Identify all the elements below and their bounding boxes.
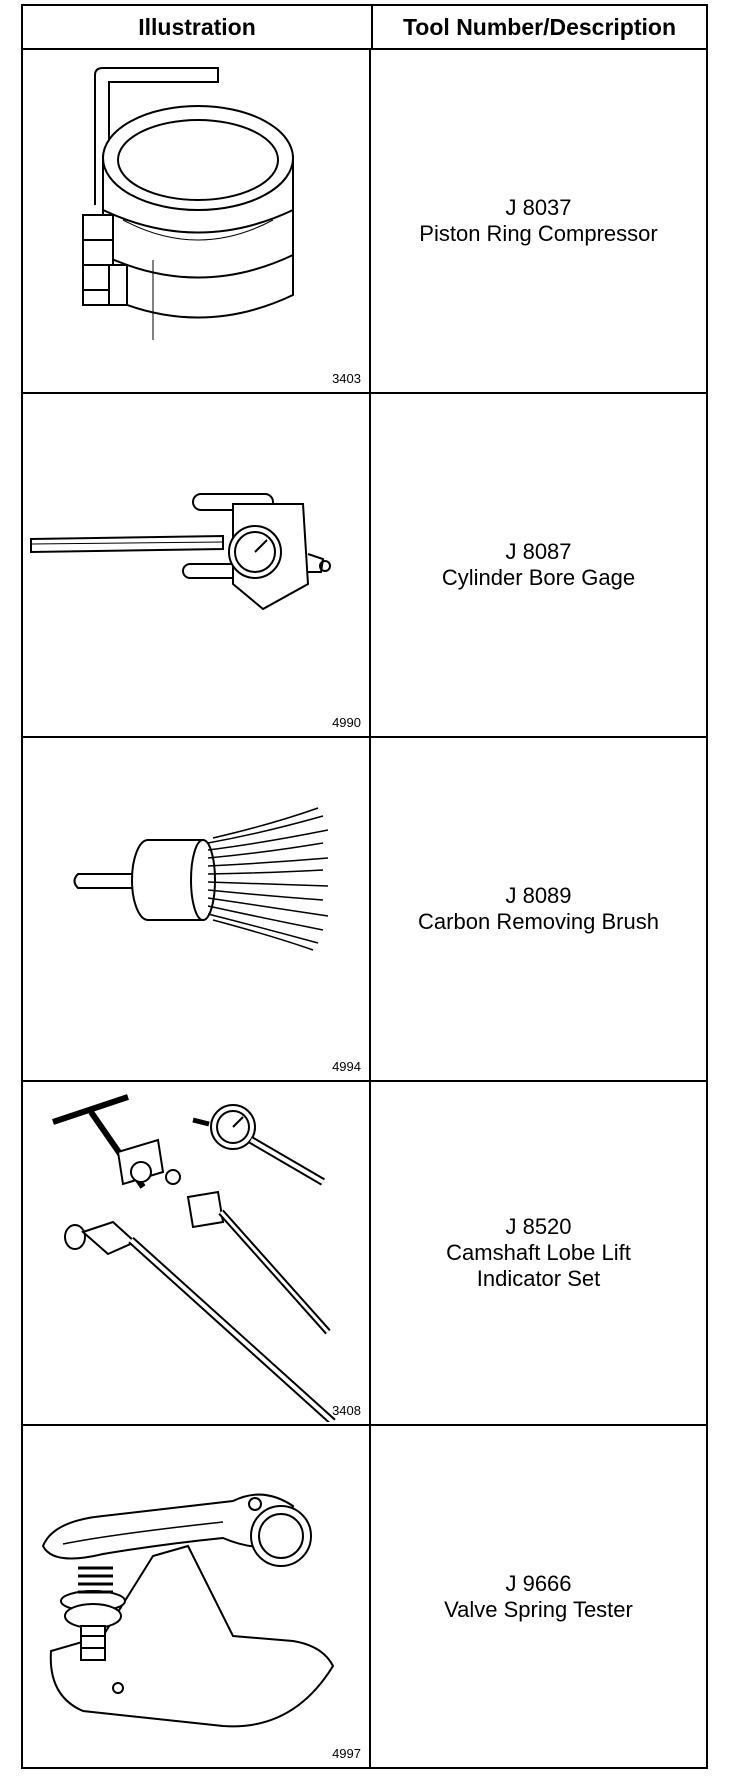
tool-description: J 8087 Cylinder Bore Gage (371, 394, 706, 736)
illustration-cell: 4990 (23, 394, 371, 736)
tool-description: J 9666 Valve Spring Tester (371, 1426, 706, 1767)
table-row: 4990 J 8087 Cylinder Bore Gage (23, 394, 706, 738)
header-tool-description: Tool Number/Description (402, 13, 677, 40)
tool-number: J 9666 (505, 1570, 572, 1596)
illustration-cell: 3408 (23, 1082, 371, 1424)
figure-number: 3403 (332, 371, 361, 386)
table-row: 3408 J 8520 Camshaft Lobe Lift Indicator… (23, 1082, 706, 1426)
tool-number: J 8520 (505, 1214, 572, 1239)
tool-description: J 8037 Piston Ring Compressor (371, 50, 706, 392)
tool-number: J 8037 (505, 195, 572, 220)
illustration-cell: 4997 (23, 1426, 371, 1767)
figure-number: 3408 (332, 1403, 361, 1418)
table-header: Illustration Tool Number/Description (23, 6, 706, 50)
table-row: 4997 J 9666 Valve Spring Tester (23, 1426, 706, 1767)
figure-number: 4994 (332, 1059, 361, 1074)
tool-name: Valve Spring Tester (444, 1596, 633, 1622)
tool-number: J 8087 (505, 539, 572, 564)
piston-ring-compressor-icon (82, 67, 294, 340)
valve-spring-tester-icon (41, 1493, 335, 1728)
tool-table: Illustration Tool Number/Description (21, 4, 708, 1769)
carbon-removing-brush-icon (73, 807, 329, 951)
cylinder-bore-gage-icon (30, 493, 331, 611)
tool-name: Camshaft Lobe Lift Indicator Set (446, 1240, 631, 1291)
table-row: 4994 J 8089 Carbon Removing Brush (23, 738, 706, 1082)
table-row: 3403 J 8037 Piston Ring Compressor (23, 50, 706, 394)
illustration-cell: 3403 (23, 50, 371, 392)
tool-name: Carbon Removing Brush (418, 909, 659, 934)
tool-description: J 8089 Carbon Removing Brush (371, 738, 706, 1080)
figure-number: 4997 (332, 1746, 361, 1761)
header-illustration: Illustration (23, 6, 373, 48)
tool-number: J 8089 (505, 883, 572, 908)
camshaft-lobe-lift-indicator-icon (52, 1094, 336, 1422)
tool-name: Cylinder Bore Gage (441, 565, 636, 590)
illustration-cell: 4994 (23, 738, 371, 1080)
figure-number: 4990 (332, 715, 361, 730)
tool-description: J 8520 Camshaft Lobe Lift Indicator Set (371, 1082, 706, 1424)
tool-name: Piston Ring Compressor (419, 221, 658, 246)
